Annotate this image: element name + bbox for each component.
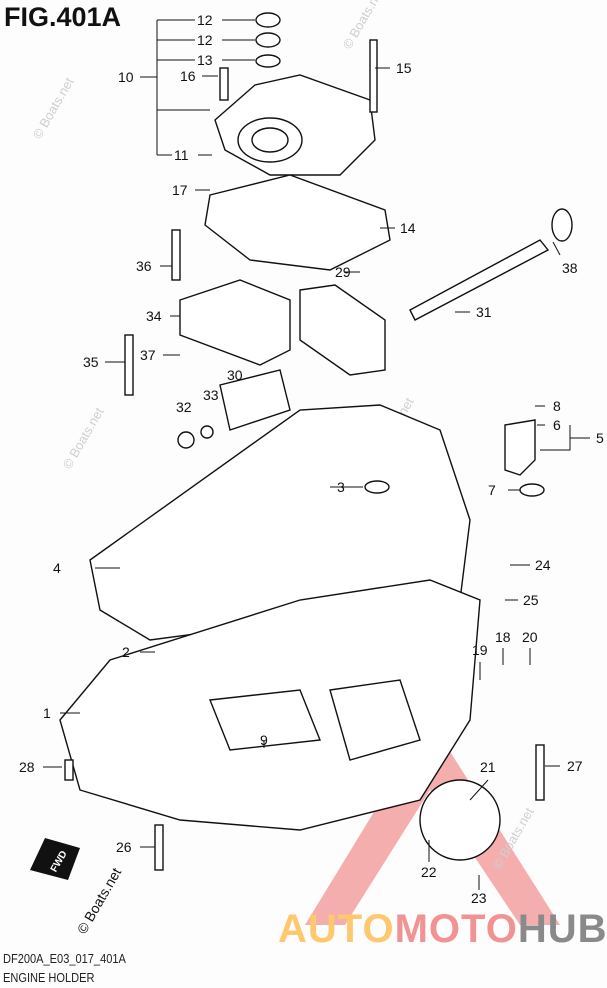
o-ring xyxy=(364,480,390,494)
oil-pan-sump xyxy=(209,689,321,751)
callout: 23 xyxy=(471,890,487,906)
watermark-text: © Boats.net xyxy=(74,865,125,937)
callout: 34 xyxy=(146,308,162,324)
callout: 13 xyxy=(197,52,213,68)
gasket xyxy=(204,174,391,271)
nut xyxy=(177,431,195,449)
callout: 10 xyxy=(118,69,134,85)
callout: 32 xyxy=(176,399,192,415)
watermark-text: © Boats.net xyxy=(60,405,107,472)
water-outlet xyxy=(504,419,536,476)
callout: 8 xyxy=(553,398,561,414)
callout: 33 xyxy=(203,387,219,403)
callout: 1 xyxy=(43,705,51,721)
watermark-text: © Boats.net xyxy=(30,75,77,142)
figure-code: DF200A_E03_017_401A xyxy=(3,951,126,966)
washer xyxy=(200,425,214,439)
brand-part-moto: MOTO xyxy=(394,907,518,951)
oil-seal-housing xyxy=(214,74,376,176)
callout: 2 xyxy=(122,644,130,660)
callout: 14 xyxy=(400,220,416,236)
bolt xyxy=(171,229,181,281)
bolt xyxy=(219,67,229,101)
long-bolt xyxy=(369,39,378,113)
callout: 9 xyxy=(260,732,268,748)
callout: 3 xyxy=(337,479,345,495)
brand-part-hub: HUB xyxy=(517,907,607,951)
callout: 17 xyxy=(172,182,188,198)
callout: 22 xyxy=(421,864,437,880)
oil-pan-window xyxy=(329,679,421,761)
callout: 4 xyxy=(53,560,61,576)
o-ring xyxy=(255,54,281,68)
watermark-triangle xyxy=(305,720,560,925)
engine-holder-bracket xyxy=(179,279,291,366)
cover xyxy=(419,779,501,861)
oil-seal xyxy=(255,32,281,48)
brand-watermark: AUTOMOTOHUB xyxy=(278,909,607,949)
mount-rubber xyxy=(219,369,291,431)
callout: 6 xyxy=(553,417,561,433)
mount-block xyxy=(299,284,386,376)
callout: 12 xyxy=(197,12,213,28)
forward-arrow-icon: FWD xyxy=(30,838,80,880)
shaft xyxy=(409,239,550,321)
callout: 12 xyxy=(197,32,213,48)
callout: 38 xyxy=(562,260,578,276)
bolt xyxy=(64,759,74,781)
callout: 27 xyxy=(567,758,583,774)
callout: 11 xyxy=(174,147,189,163)
o-ring xyxy=(519,483,545,497)
brand-part-auto: AUTO xyxy=(278,907,395,951)
figure-title: FIG.401A xyxy=(4,2,122,32)
callout: 5 xyxy=(596,430,604,446)
callout: 25 xyxy=(523,592,539,608)
callout: 29 xyxy=(335,264,351,280)
callout: 31 xyxy=(476,304,492,320)
figure-name: ENGINE HOLDER xyxy=(3,970,95,985)
callout: 35 xyxy=(83,354,99,370)
callout: 37 xyxy=(140,347,156,363)
bolt xyxy=(154,824,164,871)
callout: 7 xyxy=(488,482,496,498)
callout: 16 xyxy=(180,68,196,84)
oil-pan-gasket xyxy=(89,404,471,641)
callout: 30 xyxy=(227,367,243,383)
callout: 28 xyxy=(19,759,35,775)
callout: 15 xyxy=(396,60,412,76)
watermark-text: © Boats.net xyxy=(340,0,387,51)
callout: 20 xyxy=(522,629,538,645)
callout: 26 xyxy=(116,839,132,855)
oil-seal xyxy=(255,12,281,28)
callout: 21 xyxy=(480,759,496,775)
callout: 24 xyxy=(535,557,551,573)
washer xyxy=(551,208,573,242)
bolt xyxy=(535,744,545,801)
bolt xyxy=(124,334,134,396)
callout: 18 xyxy=(495,629,511,645)
leader-lines xyxy=(43,19,590,890)
callout: 19 xyxy=(472,642,488,658)
callout: 36 xyxy=(136,258,152,274)
callout-labels: 12 12 13 10 16 11 17 15 14 38 36 29 34 3… xyxy=(19,12,604,906)
